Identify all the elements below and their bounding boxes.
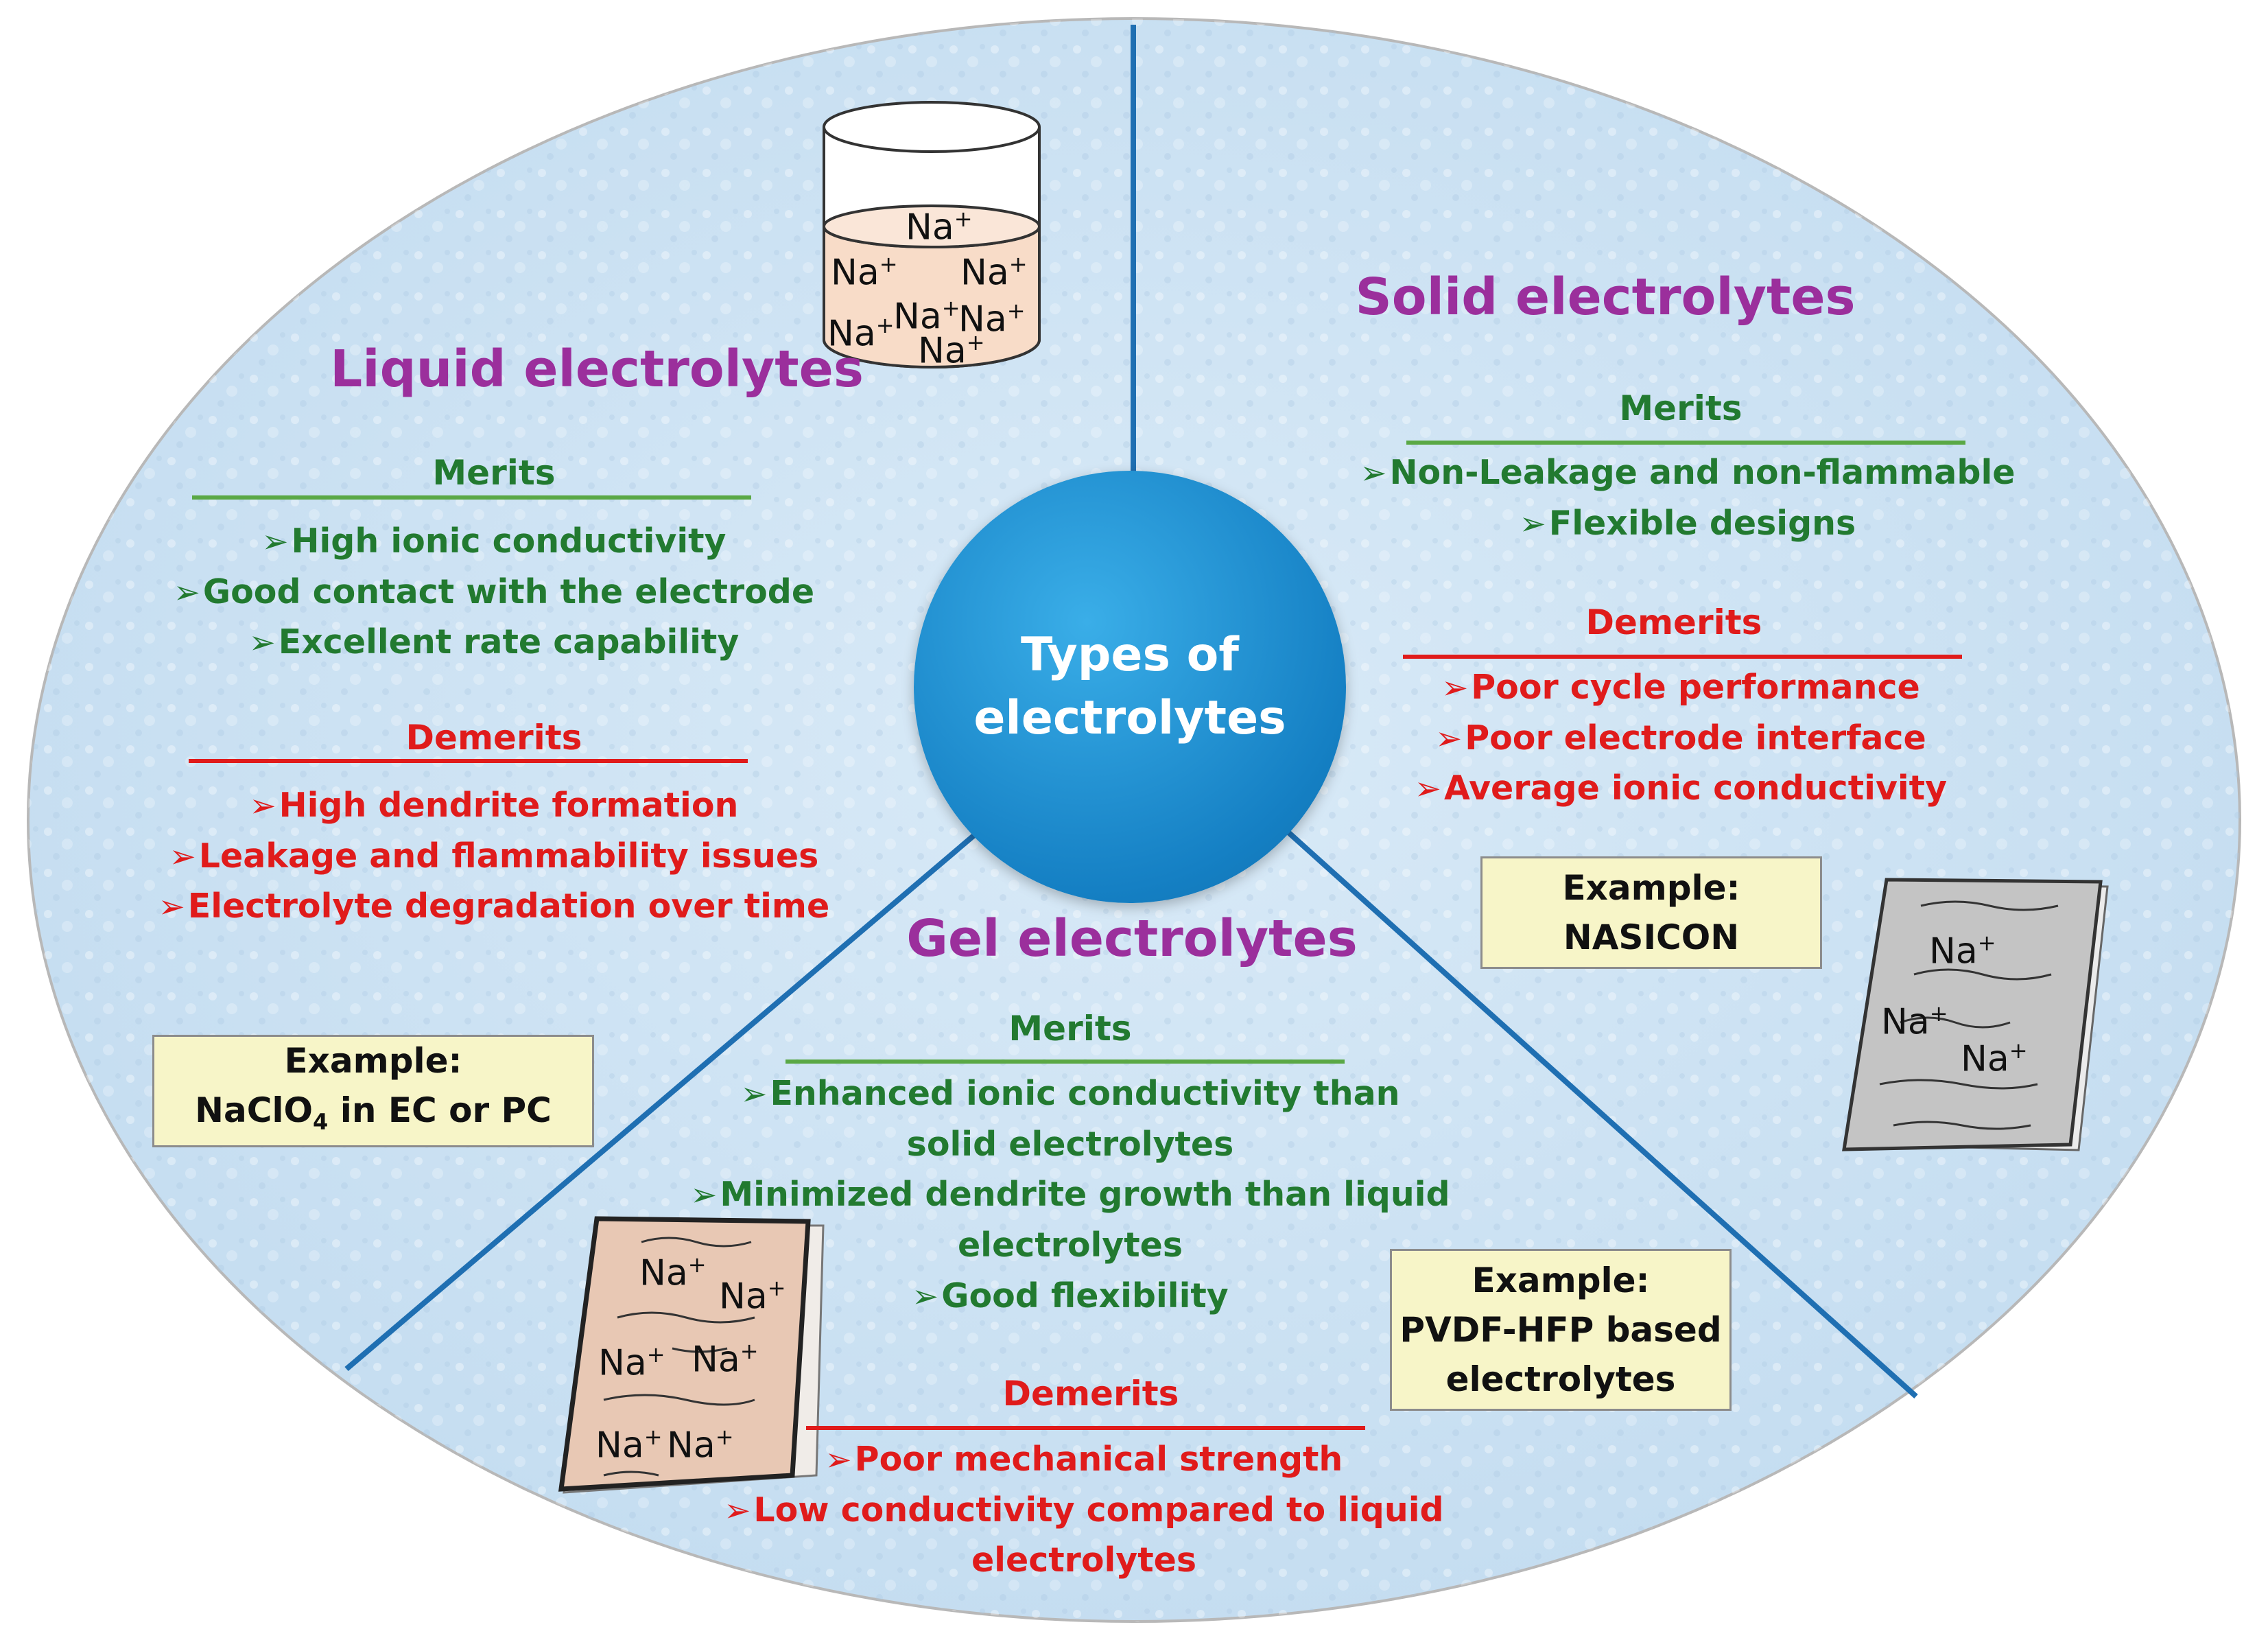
na-ion-label: Na+ [960, 251, 1028, 294]
gel-demerits-rule [806, 1426, 1365, 1430]
center-label: Types of electrolytes [973, 628, 1286, 745]
gel-demerit-item: ➢Poor mechanical strength [825, 1440, 1343, 1479]
liquid-merit-item: ➢High ionic conductivity [261, 522, 727, 561]
solid-demerits-rule [1403, 655, 1962, 659]
na-ion-label: Na+ [1929, 930, 1996, 972]
na-ion-label: Na+ [595, 1424, 663, 1466]
arrow-bullet-icon: ➢ [169, 838, 196, 875]
liquid-demerit-item: ➢High dendrite formation [249, 786, 739, 825]
center-node: Types of electrolytes [914, 471, 1346, 903]
arrow-bullet-icon: ➢ [1435, 720, 1463, 757]
solid-example-value: NASICON [1563, 917, 1740, 957]
liquid-merit-item: ➢Excellent rate capability [248, 622, 740, 661]
solid-demerits-header: Demerits [1585, 602, 1762, 642]
liquid-demerits-rule [189, 759, 748, 763]
arrow-bullet-icon: ➢ [825, 1441, 852, 1478]
liquid-merits-header: Merits [432, 453, 556, 493]
solid-film-icon [1842, 878, 2109, 1151]
arrow-bullet-icon: ➢ [173, 574, 200, 611]
arrow-bullet-icon: ➢ [1441, 669, 1469, 706]
liquid-demerit-item: ➢Leakage and flammability issues [169, 836, 819, 876]
solid-merits-rule [1406, 441, 1965, 445]
solid-merits-header: Merits [1619, 388, 1743, 428]
gel-film-icon [558, 1216, 825, 1494]
gel-merit-item: electrolytes [957, 1226, 1183, 1265]
arrow-bullet-icon: ➢ [158, 888, 185, 925]
na-ion-label: Na+ [958, 298, 1026, 340]
solid-title: Solid electrolytes [1355, 268, 1856, 327]
divider-lower-right [1286, 830, 1918, 1398]
liquid-demerits-header: Demerits [405, 718, 582, 758]
arrow-bullet-icon: ➢ [1414, 770, 1441, 807]
arrow-bullet-icon: ➢ [1360, 454, 1387, 491]
beaker-icon [823, 101, 1041, 368]
liquid-example-value: NaClO4 in EC or PC [195, 1090, 552, 1135]
arrow-bullet-icon: ➢ [912, 1278, 939, 1315]
gel-example-label: Example: [1472, 1261, 1650, 1300]
gel-merit-item: solid electrolytes [906, 1125, 1234, 1164]
gel-example-line: electrolytes [1445, 1359, 1676, 1399]
gel-merits-rule [785, 1059, 1345, 1064]
na-ion-label: Na+ [1881, 1000, 1948, 1043]
gel-example-line: PVDF-HFP based [1399, 1310, 1722, 1350]
liquid-merit-item: ➢Good contact with the electrode [173, 572, 815, 611]
solid-demerit-item: ➢Poor electrode interface [1435, 718, 1926, 758]
arrow-bullet-icon: ➢ [690, 1176, 718, 1213]
gel-merits-header: Merits [1008, 1009, 1132, 1049]
arrow-bullet-icon: ➢ [261, 523, 289, 560]
arrow-bullet-icon: ➢ [1519, 505, 1546, 542]
arrow-bullet-icon: ➢ [249, 787, 276, 824]
gel-demerits-header: Demerits [1002, 1374, 1179, 1414]
na-ion-label: Na+ [692, 1338, 759, 1381]
liquid-example-box: Example: NaClO4 in EC or PC [152, 1035, 594, 1147]
solid-merit-item: ➢Non-Leakage and non-flammable [1360, 453, 2016, 492]
na-ion-label: Na+ [827, 312, 895, 355]
gel-merit-item: ➢Minimized dendrite growth than liquid [690, 1175, 1450, 1214]
gel-merit-item: ➢Good flexibility [912, 1276, 1229, 1315]
solid-demerit-item: ➢Poor cycle performance [1441, 668, 1920, 707]
gel-example-box: Example: PVDF-HFP based electrolytes [1390, 1249, 1732, 1411]
na-ion-label: Na+ [719, 1275, 786, 1318]
arrow-bullet-icon: ➢ [248, 624, 276, 661]
gel-demerit-item: ➢Low conductivity compared to liquid [724, 1490, 1444, 1530]
liquid-demerit-item: ➢Electrolyte degradation over time [158, 887, 830, 926]
divider-lower-left [344, 830, 980, 1372]
gel-demerit-item: electrolytes [971, 1541, 1197, 1580]
na-ion-label: Na+ [831, 251, 898, 294]
solid-merit-item: ➢Flexible designs [1519, 504, 1856, 543]
na-ion-label: Na+ [918, 329, 985, 372]
gel-title: Gel electrolytes [906, 909, 1358, 968]
solid-demerit-item: ➢Average ionic conductivity [1414, 769, 1948, 808]
na-ion-label: Na+ [639, 1252, 707, 1294]
arrow-bullet-icon: ➢ [724, 1492, 751, 1529]
na-ion-label: Na+ [667, 1424, 734, 1466]
solid-example-box: Example: NASICON [1480, 856, 1822, 969]
gel-merit-item: ➢Enhanced ionic conductivity than [740, 1074, 1400, 1113]
na-ion-label: Na+ [598, 1342, 665, 1384]
solid-example-label: Example: [1562, 868, 1740, 908]
na-ion-label: Na+ [893, 295, 960, 338]
arrow-bullet-icon: ➢ [740, 1075, 768, 1112]
liquid-merits-rule [192, 495, 751, 500]
na-ion-label: Na+ [1961, 1038, 2028, 1080]
na-ion-label: Na+ [906, 206, 973, 248]
liquid-example-label: Example: [284, 1040, 462, 1081]
liquid-title: Liquid electrolytes [330, 340, 864, 399]
